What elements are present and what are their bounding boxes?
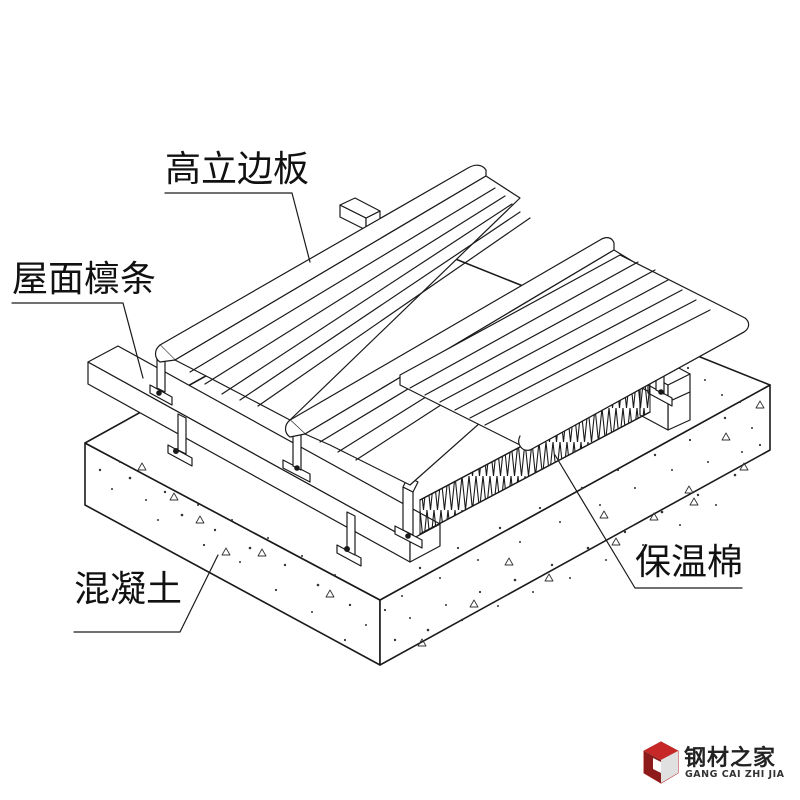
leader-panel [164,192,311,263]
label-roof-purlin: 屋面檩条 [12,259,157,300]
bracket-4 [336,511,362,567]
label-concrete: 混凝土 [74,569,183,610]
watermark-name: 钢材之家 [684,746,777,771]
leader-purlin [11,302,144,379]
panel-left [154,164,531,421]
leader-concrete [73,554,219,633]
leader-insulation [554,454,743,589]
label-standing-seam-panel: 高立边板 [165,149,310,190]
watermark: 钢材之家 GANG CAI ZHI JIA [640,738,798,790]
leader-lines [11,192,743,633]
panel-right [399,254,750,451]
bracket-2 [167,413,193,467]
label-insulation: 保温棉 [635,542,744,583]
standing-seam-panels [154,164,750,486]
concrete-speckle [98,366,762,642]
cube-logo-icon [643,741,679,784]
watermark-pinyin: GANG CAI ZHI JIA [685,769,785,780]
concrete-aggregate [137,400,765,647]
